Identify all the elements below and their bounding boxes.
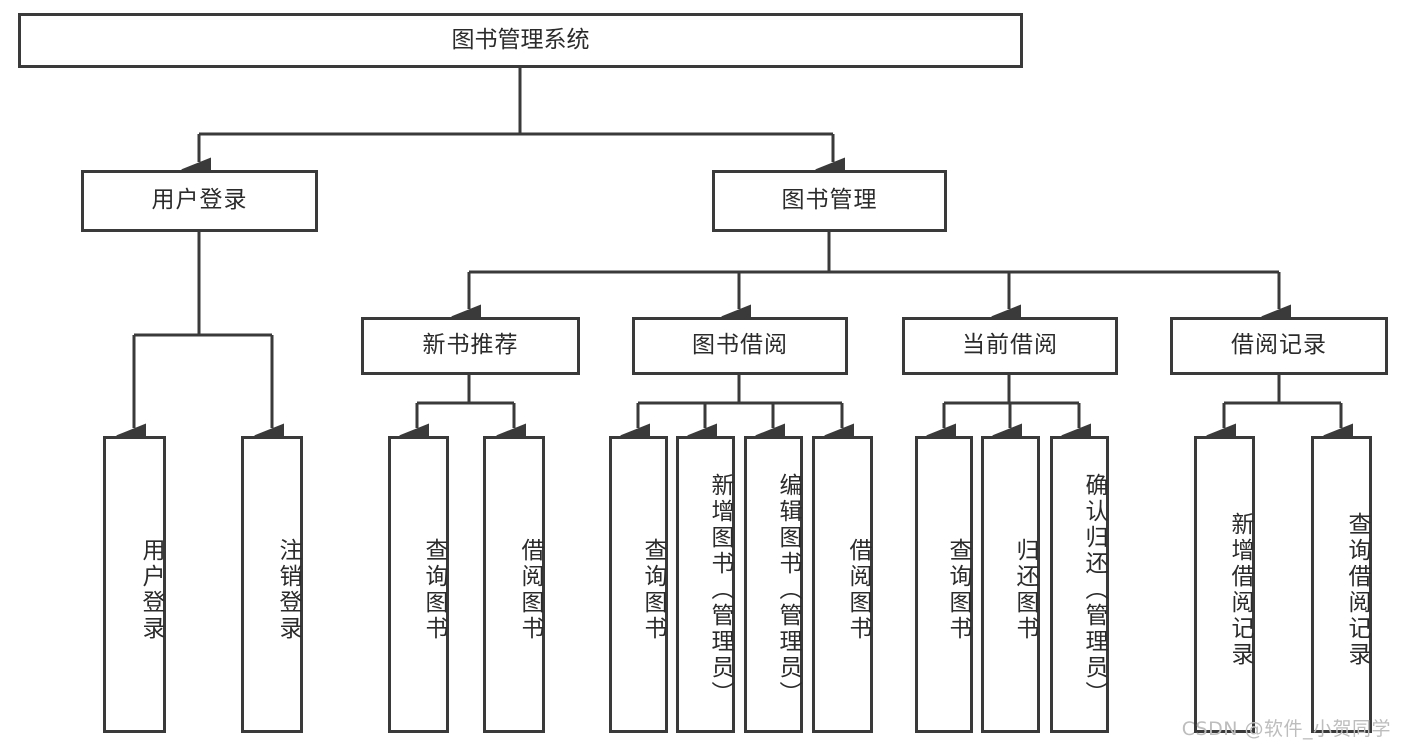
node-root-system-label: 图书管理系统 (451, 26, 590, 53)
leaf-book-borrow-borrow-label: 借阅图书 (845, 537, 871, 642)
leaf-current-borrow-query-label: 查询图书 (945, 537, 971, 642)
leaf-book-borrow-add-label: 新增图书（管理员） (707, 472, 733, 707)
node-new-book-recommend[interactable]: 新书推荐 (361, 317, 580, 375)
leaf-borrow-record-add[interactable]: 新增借阅记录 (1194, 436, 1255, 733)
watermark-text: CSDN @软件_小贺同学 (1181, 718, 1391, 740)
node-user-login-label: 用户登录 (151, 187, 248, 214)
leaf-book-borrow-edit[interactable]: 编辑图书（管理员） (744, 436, 803, 733)
leaf-book-borrow-query[interactable]: 查询图书 (609, 436, 668, 733)
node-book-borrow[interactable]: 图书借阅 (632, 317, 848, 375)
node-book-borrow-label: 图书借阅 (692, 332, 788, 359)
leaf-book-borrow-query-label: 查询图书 (640, 537, 666, 642)
leaf-new-book-borrow[interactable]: 借阅图书 (483, 436, 545, 733)
leaf-borrow-record-query-label: 查询借阅记录 (1344, 511, 1370, 668)
leaf-user-login-signin-label: 用户登录 (138, 537, 164, 642)
leaf-borrow-record-add-label: 新增借阅记录 (1227, 511, 1253, 668)
node-user-login[interactable]: 用户登录 (81, 170, 318, 232)
leaf-user-login-signout-label: 注销登录 (275, 537, 301, 642)
leaf-current-borrow-confirm[interactable]: 确认归还（管理员） (1050, 436, 1109, 733)
leaf-new-book-borrow-label: 借阅图书 (517, 537, 543, 642)
leaf-current-borrow-confirm-label: 确认归还（管理员） (1081, 472, 1107, 707)
leaf-new-book-query-label: 查询图书 (421, 537, 447, 642)
leaf-new-book-query[interactable]: 查询图书 (388, 436, 449, 733)
node-book-management-label: 图书管理 (781, 187, 878, 214)
node-new-book-recommend-label: 新书推荐 (422, 332, 519, 359)
leaf-current-borrow-return-label: 归还图书 (1012, 537, 1038, 642)
leaf-borrow-record-query[interactable]: 查询借阅记录 (1311, 436, 1372, 733)
node-root-system[interactable]: 图书管理系统 (18, 13, 1023, 68)
node-current-borrow[interactable]: 当前借阅 (902, 317, 1118, 375)
leaf-user-login-signin[interactable]: 用户登录 (103, 436, 166, 733)
leaf-current-borrow-return[interactable]: 归还图书 (981, 436, 1040, 733)
leaf-book-borrow-edit-label: 编辑图书（管理员） (775, 472, 801, 707)
node-borrow-record-label: 借阅记录 (1231, 332, 1327, 359)
leaf-user-login-signout[interactable]: 注销登录 (241, 436, 303, 733)
leaf-book-borrow-borrow[interactable]: 借阅图书 (812, 436, 873, 733)
leaf-book-borrow-add[interactable]: 新增图书（管理员） (676, 436, 735, 733)
node-book-management[interactable]: 图书管理 (712, 170, 947, 232)
node-current-borrow-label: 当前借阅 (962, 332, 1058, 359)
leaf-current-borrow-query[interactable]: 查询图书 (915, 436, 973, 733)
node-borrow-record[interactable]: 借阅记录 (1170, 317, 1388, 375)
